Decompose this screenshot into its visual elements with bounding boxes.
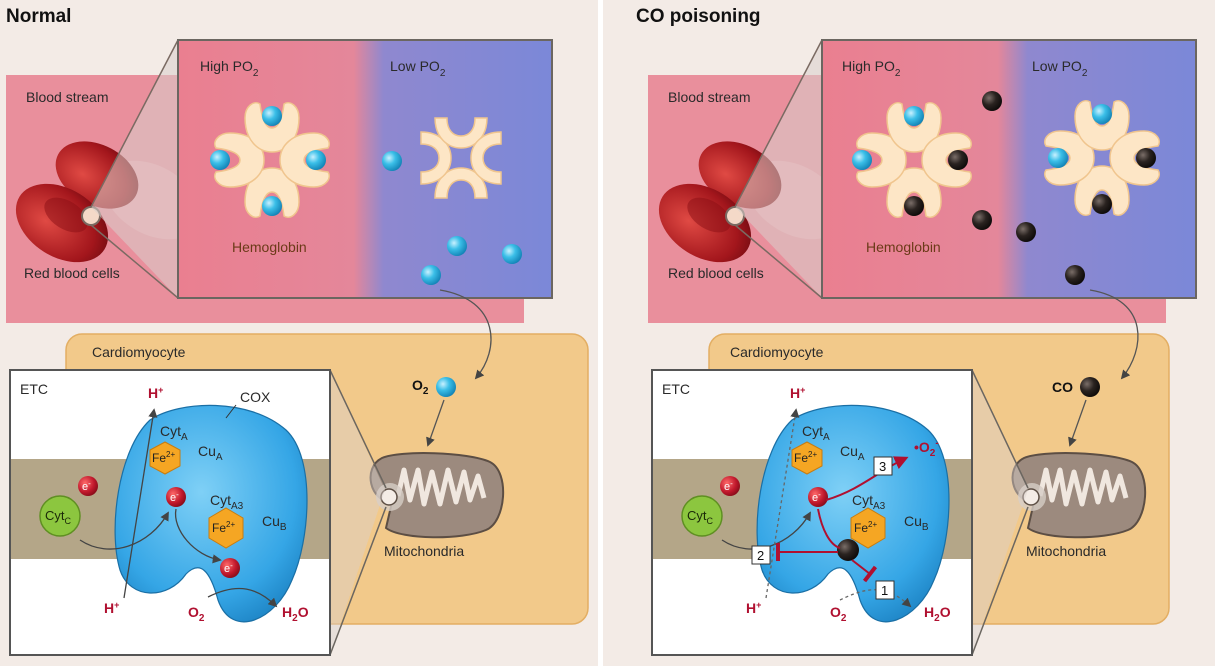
electron bbox=[720, 476, 740, 496]
etc-label: ETC bbox=[20, 381, 48, 397]
heme-a-iron bbox=[791, 441, 823, 475]
panel-title: CO poisoning bbox=[636, 6, 761, 27]
superoxide-label: •O2- bbox=[914, 438, 939, 459]
free-o2-molecule bbox=[382, 151, 402, 171]
step-3-box bbox=[873, 456, 893, 476]
bound-co-molecule bbox=[948, 150, 968, 170]
step-1-box bbox=[875, 580, 895, 600]
free-co-molecule bbox=[982, 91, 1002, 111]
high-po2-label: High PO2 bbox=[842, 58, 901, 79]
fe-a-label: Fe2+ bbox=[152, 450, 175, 465]
bound-o2-molecule bbox=[306, 150, 326, 170]
etc-box: ETC CytA CuA CytA3 CuB Fe2+ Fe2+ e- e- C… bbox=[651, 369, 973, 656]
cu-a-label: CuA bbox=[198, 443, 223, 463]
cytochrome-c bbox=[681, 495, 723, 537]
mitochondria-label: Mitochondria bbox=[384, 543, 464, 559]
electron bbox=[166, 487, 186, 507]
step-3-label: 3 bbox=[879, 459, 886, 474]
fe-a3-label: Fe2+ bbox=[212, 520, 235, 535]
high-po2-label: High PO2 bbox=[200, 58, 259, 79]
blood-stream-label: Blood stream bbox=[26, 89, 108, 105]
co-bound-to-heme bbox=[837, 539, 859, 561]
electron-label: e- bbox=[170, 490, 179, 504]
cyt-a-label: CytA bbox=[160, 423, 188, 443]
bound-co-molecule bbox=[904, 196, 924, 216]
free-o2-molecule bbox=[421, 265, 441, 285]
electron-label: e- bbox=[724, 479, 733, 493]
bound-o2-molecule bbox=[1048, 148, 1068, 168]
electron bbox=[220, 558, 240, 578]
fe-a3-label: Fe2+ bbox=[854, 520, 877, 535]
mitochondrion bbox=[1011, 452, 1146, 539]
free-co-molecule bbox=[1065, 265, 1085, 285]
hemoglobin-label: Hemoglobin bbox=[232, 239, 307, 255]
blood-stream-label: Blood stream bbox=[668, 89, 750, 105]
h2o-product-label: H2O bbox=[282, 604, 309, 624]
panel-title: Normal bbox=[6, 6, 71, 27]
step-1-label: 1 bbox=[881, 583, 888, 598]
heme-a3-iron bbox=[208, 507, 244, 549]
cardiomyocyte-label: Cardiomyocyte bbox=[730, 344, 824, 360]
bound-co-molecule bbox=[1136, 148, 1156, 168]
low-po2-label: Low PO2 bbox=[1032, 58, 1088, 79]
cardiomyocyte-label: Cardiomyocyte bbox=[92, 344, 186, 360]
cyt-a3-label: CytA3 bbox=[852, 492, 886, 512]
mitochondria-label: Mitochondria bbox=[1026, 543, 1106, 559]
heme-a3-iron bbox=[850, 507, 886, 549]
o2-label: O2 bbox=[412, 377, 429, 397]
electron-label: e- bbox=[224, 561, 233, 575]
bound-o2-molecule bbox=[1092, 104, 1112, 124]
electron-label: e- bbox=[82, 479, 91, 493]
bound-o2-molecule bbox=[262, 106, 282, 126]
cyt-a3-label: CytA3 bbox=[210, 492, 244, 512]
electron-label: e- bbox=[812, 490, 821, 504]
etc-box: ETC COX CytA CuA CytA3 CuB Fe2+ Fe2+ e- … bbox=[9, 369, 331, 656]
bound-co-molecule bbox=[1092, 194, 1112, 214]
h-plus-top: H+ bbox=[148, 385, 163, 401]
cu-a-label: CuA bbox=[840, 443, 865, 463]
free-o2-molecule bbox=[502, 244, 522, 264]
cu-b-label: CuB bbox=[904, 513, 929, 533]
cyt-c-label: CytC bbox=[687, 508, 714, 526]
co-label: CO bbox=[1052, 379, 1073, 395]
o2-substrate-label: O2 bbox=[188, 604, 205, 624]
incoming-co-molecule bbox=[1080, 377, 1100, 397]
free-co-molecule bbox=[972, 210, 992, 230]
incoming-o2-molecule bbox=[436, 377, 456, 397]
electron bbox=[78, 476, 98, 496]
co-poisoning-panel: CO poisoning Blood stream Red blood cell… bbox=[636, 6, 1197, 656]
red-blood-cells-label: Red blood cells bbox=[668, 265, 764, 281]
bound-o2-molecule bbox=[852, 150, 872, 170]
bound-o2-molecule bbox=[904, 106, 924, 126]
bound-o2-molecule bbox=[262, 196, 282, 216]
electron bbox=[808, 487, 828, 507]
h-plus-bottom: H+ bbox=[104, 600, 119, 616]
fe-a-label: Fe2+ bbox=[794, 450, 817, 465]
mitochondrion bbox=[369, 452, 504, 539]
normal-panel: Normal Blood stream Red blood cells High… bbox=[6, 6, 589, 656]
hemoglobin-label: Hemoglobin bbox=[866, 239, 941, 255]
step-2-box bbox=[751, 545, 771, 565]
etc-label: ETC bbox=[662, 381, 690, 397]
h-plus-top: H+ bbox=[790, 385, 805, 401]
h-plus-bottom: H+ bbox=[746, 600, 761, 616]
step-2-label: 2 bbox=[757, 548, 764, 563]
cyt-a-label: CytA bbox=[802, 423, 830, 443]
low-po2-label: Low PO2 bbox=[390, 58, 446, 79]
cox-label: COX bbox=[240, 389, 271, 405]
free-co-molecule bbox=[1016, 222, 1036, 242]
cytochrome-c bbox=[39, 495, 81, 537]
h2o-product-label: H2O bbox=[924, 604, 951, 624]
cu-b-label: CuB bbox=[262, 513, 287, 533]
red-blood-cells-label: Red blood cells bbox=[24, 265, 120, 281]
cyt-c-label: CytC bbox=[45, 508, 72, 526]
bound-o2-molecule bbox=[210, 150, 230, 170]
heme-a-iron bbox=[149, 441, 181, 475]
zoom-wedge bbox=[91, 40, 178, 298]
free-o2-molecule bbox=[447, 236, 467, 256]
o2-substrate-label: O2 bbox=[830, 604, 847, 624]
